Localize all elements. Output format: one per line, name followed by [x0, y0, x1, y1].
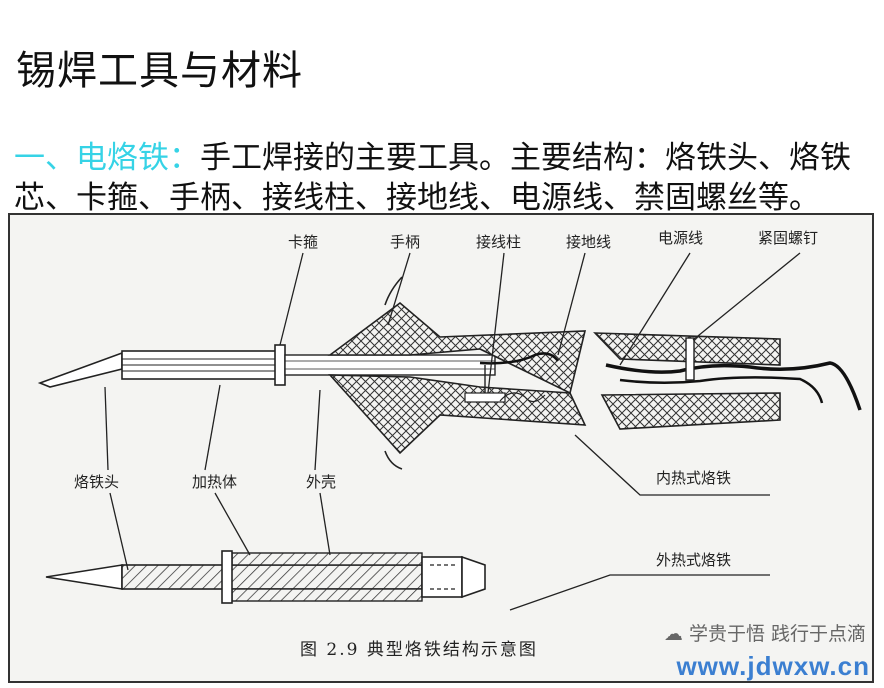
label-shell: 外壳	[306, 473, 336, 491]
wechat-icon: ☁	[663, 623, 683, 645]
label-tip: 烙铁头	[74, 473, 119, 491]
leader-lines	[104, 252, 801, 611]
handle-grip-bottom	[384, 450, 403, 470]
power-cord-section	[605, 361, 862, 411]
label-handle: 手柄	[390, 233, 420, 251]
label-power-cord: 电源线	[658, 229, 703, 247]
tip-point	[45, 564, 123, 590]
label-clamp: 卡箍	[288, 233, 318, 251]
intro-text: 手工焊接的主要工具。主要结构：烙铁头、烙铁芯、卡箍、手柄、接线柱、接地线、电源线…	[14, 140, 851, 216]
intro-paragraph: 一、电烙铁：手工焊接的主要工具。主要结构：烙铁头、烙铁芯、卡箍、手柄、接线柱、接…	[14, 138, 874, 218]
label-terminal: 接线柱	[476, 233, 521, 251]
internal-heat-iron	[37, 276, 587, 470]
diagram-svg: 卡箍 手柄 接线柱 接地线 电源线 紧固螺钉 烙铁头 加热体 外壳 内热式烙铁 …	[37, 229, 862, 660]
tip-rod	[121, 564, 423, 590]
label-heater: 加热体	[192, 473, 237, 491]
handle-top	[327, 301, 587, 395]
tip-blade	[37, 351, 123, 388]
label-external-type: 外热式烙铁	[656, 551, 731, 569]
handle-grip-top	[384, 276, 403, 306]
label-internal-type: 内热式烙铁	[656, 469, 731, 487]
external-heat-iron	[45, 550, 486, 604]
diagram-caption: 图 2.9 典型烙铁结构示意图	[300, 640, 538, 660]
handle-section	[593, 332, 862, 430]
label-set-screw: 紧固螺钉	[758, 229, 818, 247]
watermark-slogan-text: 学贵于悟 践行于点滴	[688, 623, 866, 645]
soldering-iron-diagram: 卡箍 手柄 接线柱 接地线 电源线 紧固螺钉 烙铁头 加热体 外壳 内热式烙铁 …	[8, 213, 874, 683]
heater-body	[231, 552, 423, 566]
core-tube	[284, 354, 496, 376]
outer-shell	[421, 556, 463, 598]
watermark-slogan: ☁ 学贵于悟 践行于点滴	[664, 619, 866, 646]
slide-title: 锡焊工具与材料	[16, 48, 303, 94]
clamp-ring	[274, 344, 286, 386]
watermark-url: www.jdwxw.cn	[676, 651, 870, 681]
handle-bottom	[328, 374, 587, 455]
lead-wire	[479, 352, 560, 365]
intro-heading: 一、电烙铁：	[14, 140, 200, 176]
set-screw	[685, 337, 695, 381]
label-ground-wire: 接地线	[566, 233, 611, 251]
